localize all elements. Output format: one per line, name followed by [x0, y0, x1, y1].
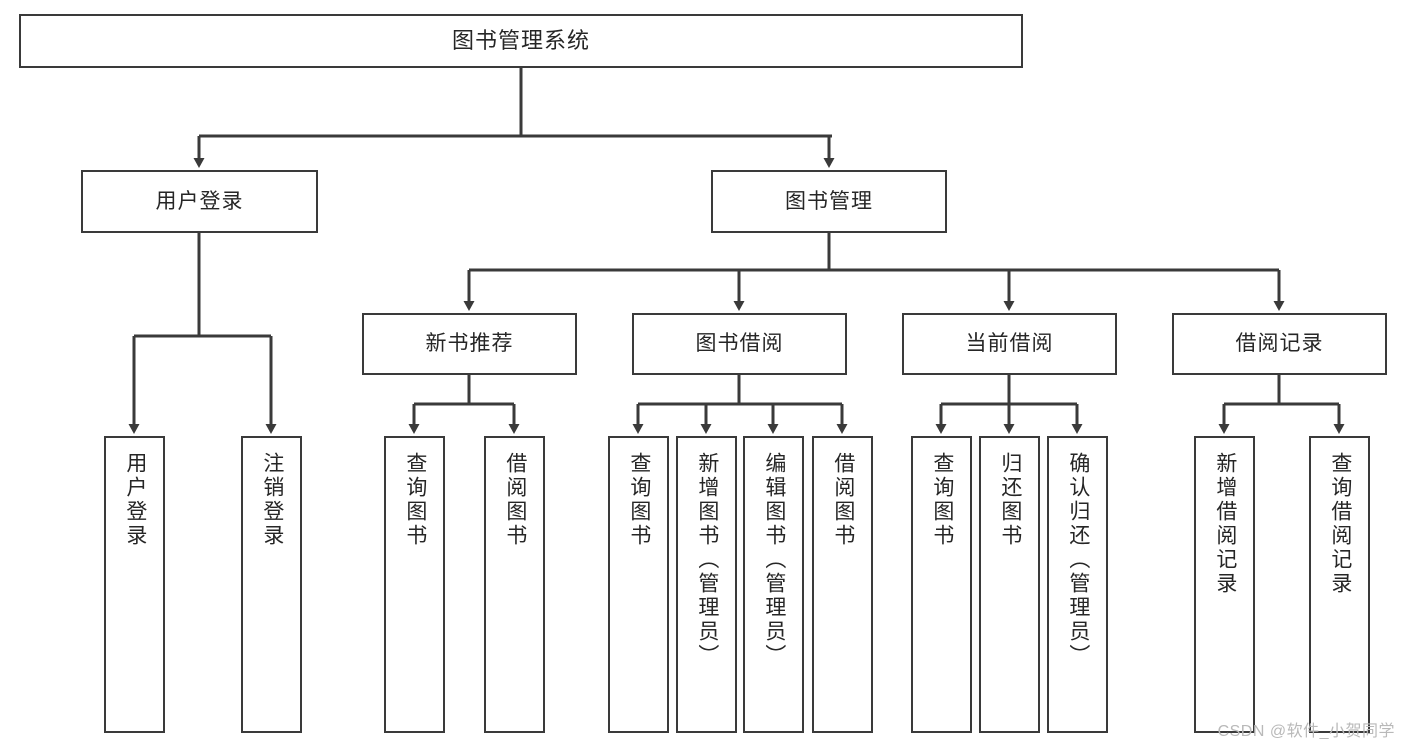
leaf-borrow-record-add[interactable]: 新增借阅记录 [1194, 436, 1255, 733]
node-current-borrow[interactable]: 当前借阅 [902, 313, 1117, 375]
leaf-label: 查询图书 [930, 452, 954, 548]
leaf-label: 用户登录 [123, 452, 147, 548]
leaf-label: 查询借阅记录 [1328, 452, 1352, 596]
leaf-label: 归还图书 [998, 452, 1022, 548]
node-borrow-record[interactable]: 借阅记录 [1172, 313, 1387, 375]
leaf-book-borrow-add[interactable]: 新增图书（管理员） [676, 436, 737, 733]
leaf-label: 借阅图书 [831, 452, 855, 548]
leaf-book-borrow-edit[interactable]: 编辑图书（管理员） [743, 436, 804, 733]
leaf-label: 借阅图书 [503, 452, 527, 548]
leaf-label: 新增图书（管理员） [695, 452, 719, 668]
leaf-current-borrow-query[interactable]: 查询图书 [911, 436, 972, 733]
leaf-label: 确认归还（管理员） [1066, 452, 1090, 668]
csdn-watermark: CSDN @软件_小贺同学 [1217, 723, 1395, 740]
node-book-borrow[interactable]: 图书借阅 [632, 313, 847, 375]
leaf-borrow-record-query[interactable]: 查询借阅记录 [1309, 436, 1370, 733]
leaf-user-login-logout[interactable]: 注销登录 [241, 436, 302, 733]
node-root-system[interactable]: 图书管理系统 [19, 14, 1023, 68]
leaf-current-borrow-return[interactable]: 归还图书 [979, 436, 1040, 733]
leaf-current-borrow-confirm-return[interactable]: 确认归还（管理员） [1047, 436, 1108, 733]
leaf-new-book-query[interactable]: 查询图书 [384, 436, 445, 733]
leaf-label: 查询图书 [403, 452, 427, 548]
leaf-label: 查询图书 [627, 452, 651, 548]
leaf-label: 编辑图书（管理员） [762, 452, 786, 668]
leaf-new-book-borrow[interactable]: 借阅图书 [484, 436, 545, 733]
leaf-book-borrow-query[interactable]: 查询图书 [608, 436, 669, 733]
node-new-book-recommend[interactable]: 新书推荐 [362, 313, 577, 375]
leaf-book-borrow-borrow[interactable]: 借阅图书 [812, 436, 873, 733]
leaf-label: 新增借阅记录 [1213, 452, 1237, 596]
leaf-label: 注销登录 [260, 452, 284, 548]
node-user-login[interactable]: 用户登录 [81, 170, 318, 233]
node-book-management[interactable]: 图书管理 [711, 170, 947, 233]
leaf-user-login-login[interactable]: 用户登录 [104, 436, 165, 733]
